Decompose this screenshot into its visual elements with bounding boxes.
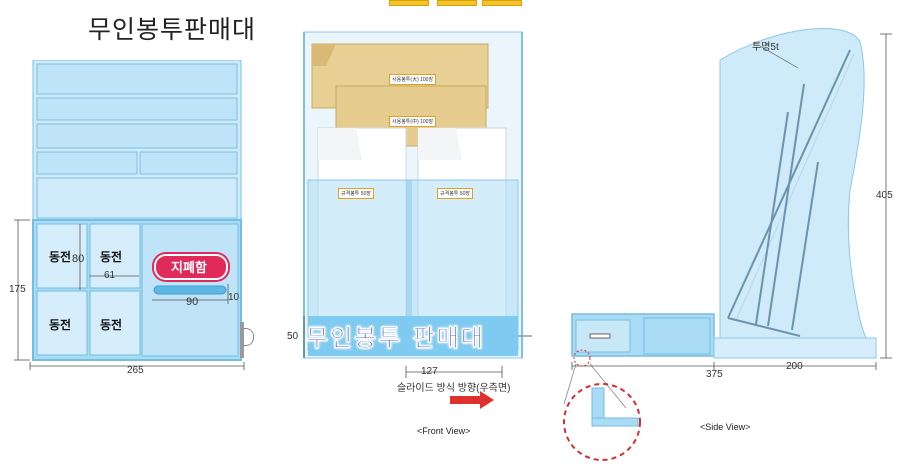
front-dimension-lines	[303, 316, 503, 378]
side-material-label: 투명5t	[752, 42, 779, 53]
bill-box-badge-label: 지폐함	[171, 261, 207, 276]
side-dimension-depth: 375	[706, 369, 723, 380]
cabinet-front-drawing	[30, 59, 244, 362]
coin-slot-label: 동전	[100, 250, 123, 264]
top-tab	[437, 0, 477, 6]
envelope-label: 규격봉투 50장	[437, 188, 473, 199]
left-dimension-lines	[14, 219, 245, 370]
dimension-height: 175	[9, 284, 26, 295]
side-dimension-height: 405	[876, 190, 893, 201]
side-dimension-base: 200	[786, 361, 803, 372]
front-banner-text: 무인봉투 판매대	[306, 324, 485, 353]
page-title: 무인봉투판매대	[88, 15, 257, 44]
coin-slot-label: 동전	[100, 318, 123, 332]
dimension-slot-width: 90	[186, 296, 199, 308]
bill-box-badge	[154, 254, 228, 280]
cabinet-outline	[32, 59, 244, 361]
slide-direction-note: 슬라이드 방식 방향(우측면)	[397, 383, 511, 394]
envelope-label: 규격봉투 50장	[338, 188, 374, 199]
front-dimension-height: 50	[287, 331, 299, 342]
coin-slot-label: 동전	[49, 250, 72, 264]
coin-slot-label: 동전	[49, 318, 72, 332]
dimension-inner-width: 61	[104, 270, 116, 281]
side-view-drawing	[563, 27, 892, 461]
front-dimension-width: 127	[421, 366, 438, 377]
slide-direction-arrow-icon	[450, 391, 494, 409]
handle-loop	[243, 328, 254, 346]
dimension-width: 265	[127, 365, 144, 376]
dimension-slot-height: 10	[228, 292, 240, 303]
envelope-label: 사용봉투(大) 100장	[389, 74, 437, 85]
top-tab	[482, 0, 522, 6]
top-tab	[389, 0, 429, 6]
front-view-caption: <Front View>	[417, 426, 471, 436]
dimension-inner-height: 80	[72, 253, 85, 265]
side-view-caption: <Side View>	[700, 422, 751, 432]
envelope-label: 사용봉투(中) 100장	[389, 116, 437, 127]
